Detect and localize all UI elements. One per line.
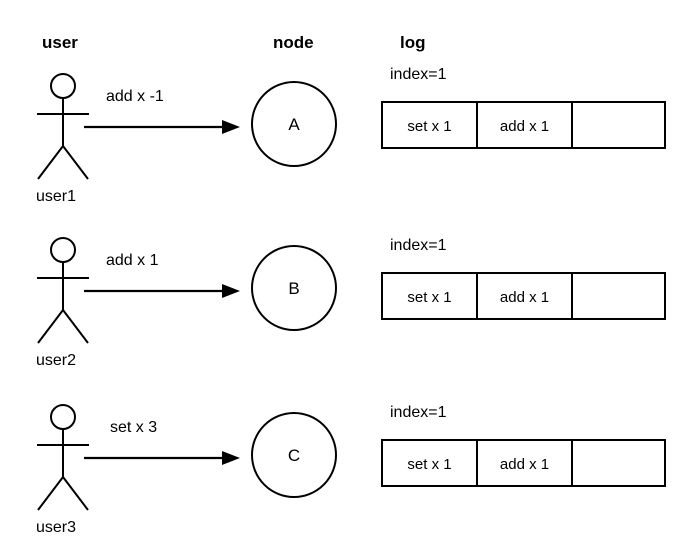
log-cell-text: add x 1 [500, 118, 549, 135]
node-label: B [288, 279, 299, 298]
node-circle [251, 245, 337, 331]
log-cell-text: set x 1 [407, 289, 451, 306]
log-cell-text: set x 1 [407, 456, 451, 473]
arrow-icon [84, 451, 240, 465]
log-index-label: index=1 [390, 237, 447, 254]
node-label: C [288, 446, 300, 465]
log-cell [476, 272, 573, 320]
node-circle [251, 412, 337, 498]
diagram-row: user1 add x -1 A index=1 set x 1 add x 1 [36, 66, 666, 205]
log-cell-text: set x 1 [407, 118, 451, 135]
log-table: set x 1 add x 1 [381, 272, 666, 320]
log-cell [381, 272, 478, 320]
arrow-icon [84, 120, 240, 134]
column-header-node: node [273, 33, 314, 52]
log-index-label: index=1 [390, 404, 447, 421]
node-circle [251, 81, 337, 167]
edge-label: add x 1 [106, 252, 159, 269]
stick-figure-icon [37, 73, 89, 180]
log-cell [571, 101, 666, 149]
actor-label: user2 [36, 352, 76, 369]
stick-figure-icon [37, 237, 89, 344]
log-cell [571, 439, 666, 487]
diagram-row: user3 set x 3 C index=1 set x 1 add x 1 [36, 404, 666, 536]
column-header-user: user [42, 33, 78, 52]
log-cell [476, 439, 573, 487]
arrow-icon [84, 284, 240, 298]
node-label: A [288, 115, 300, 134]
stick-figure-icon [37, 404, 89, 511]
log-cell [476, 101, 573, 149]
log-cell [381, 101, 478, 149]
log-cell-text: add x 1 [500, 456, 549, 473]
log-cell-text: add x 1 [500, 289, 549, 306]
log-index-label: index=1 [390, 66, 447, 83]
log-cell [571, 272, 666, 320]
edge-label: set x 3 [110, 419, 157, 436]
diagram-row: user2 add x 1 B index=1 set x 1 add x 1 [36, 237, 666, 369]
log-table: set x 1 add x 1 [381, 439, 666, 487]
column-header-log: log [400, 33, 426, 52]
actor-label: user3 [36, 519, 76, 536]
log-table: set x 1 add x 1 [381, 101, 666, 149]
edge-label: add x -1 [106, 88, 164, 105]
log-cell [381, 439, 478, 487]
actor-label: user1 [36, 188, 76, 205]
